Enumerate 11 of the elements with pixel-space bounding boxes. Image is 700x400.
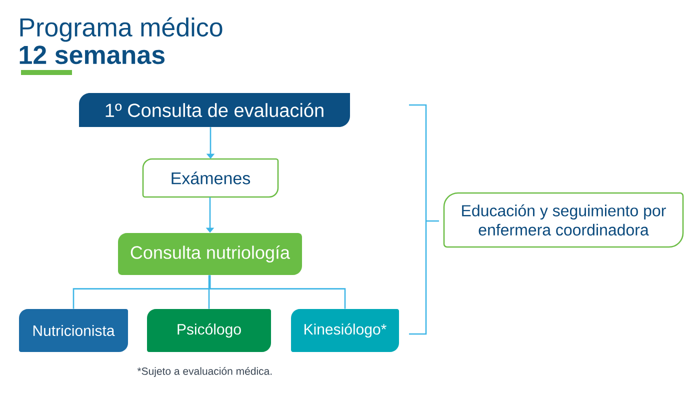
step-box: 1º Consulta de evaluación bbox=[79, 93, 350, 127]
step-box: Consulta nutriología bbox=[118, 233, 302, 275]
specialist-box: Nutricionista bbox=[19, 309, 128, 352]
note-box: Educación y seguimiento por enfermera coordinadora bbox=[443, 192, 684, 248]
connector-line bbox=[208, 275, 210, 309]
specialist-box: Psicólogo bbox=[147, 309, 271, 352]
connector-line bbox=[209, 275, 346, 309]
step-box: Exámenes bbox=[142, 158, 279, 198]
specialist-box: Kinesiólogo* bbox=[291, 309, 399, 352]
title: Programa médico 12 semanas bbox=[20, 17, 222, 64]
footnote: *Sujeto a evaluación médica. bbox=[137, 367, 272, 377]
